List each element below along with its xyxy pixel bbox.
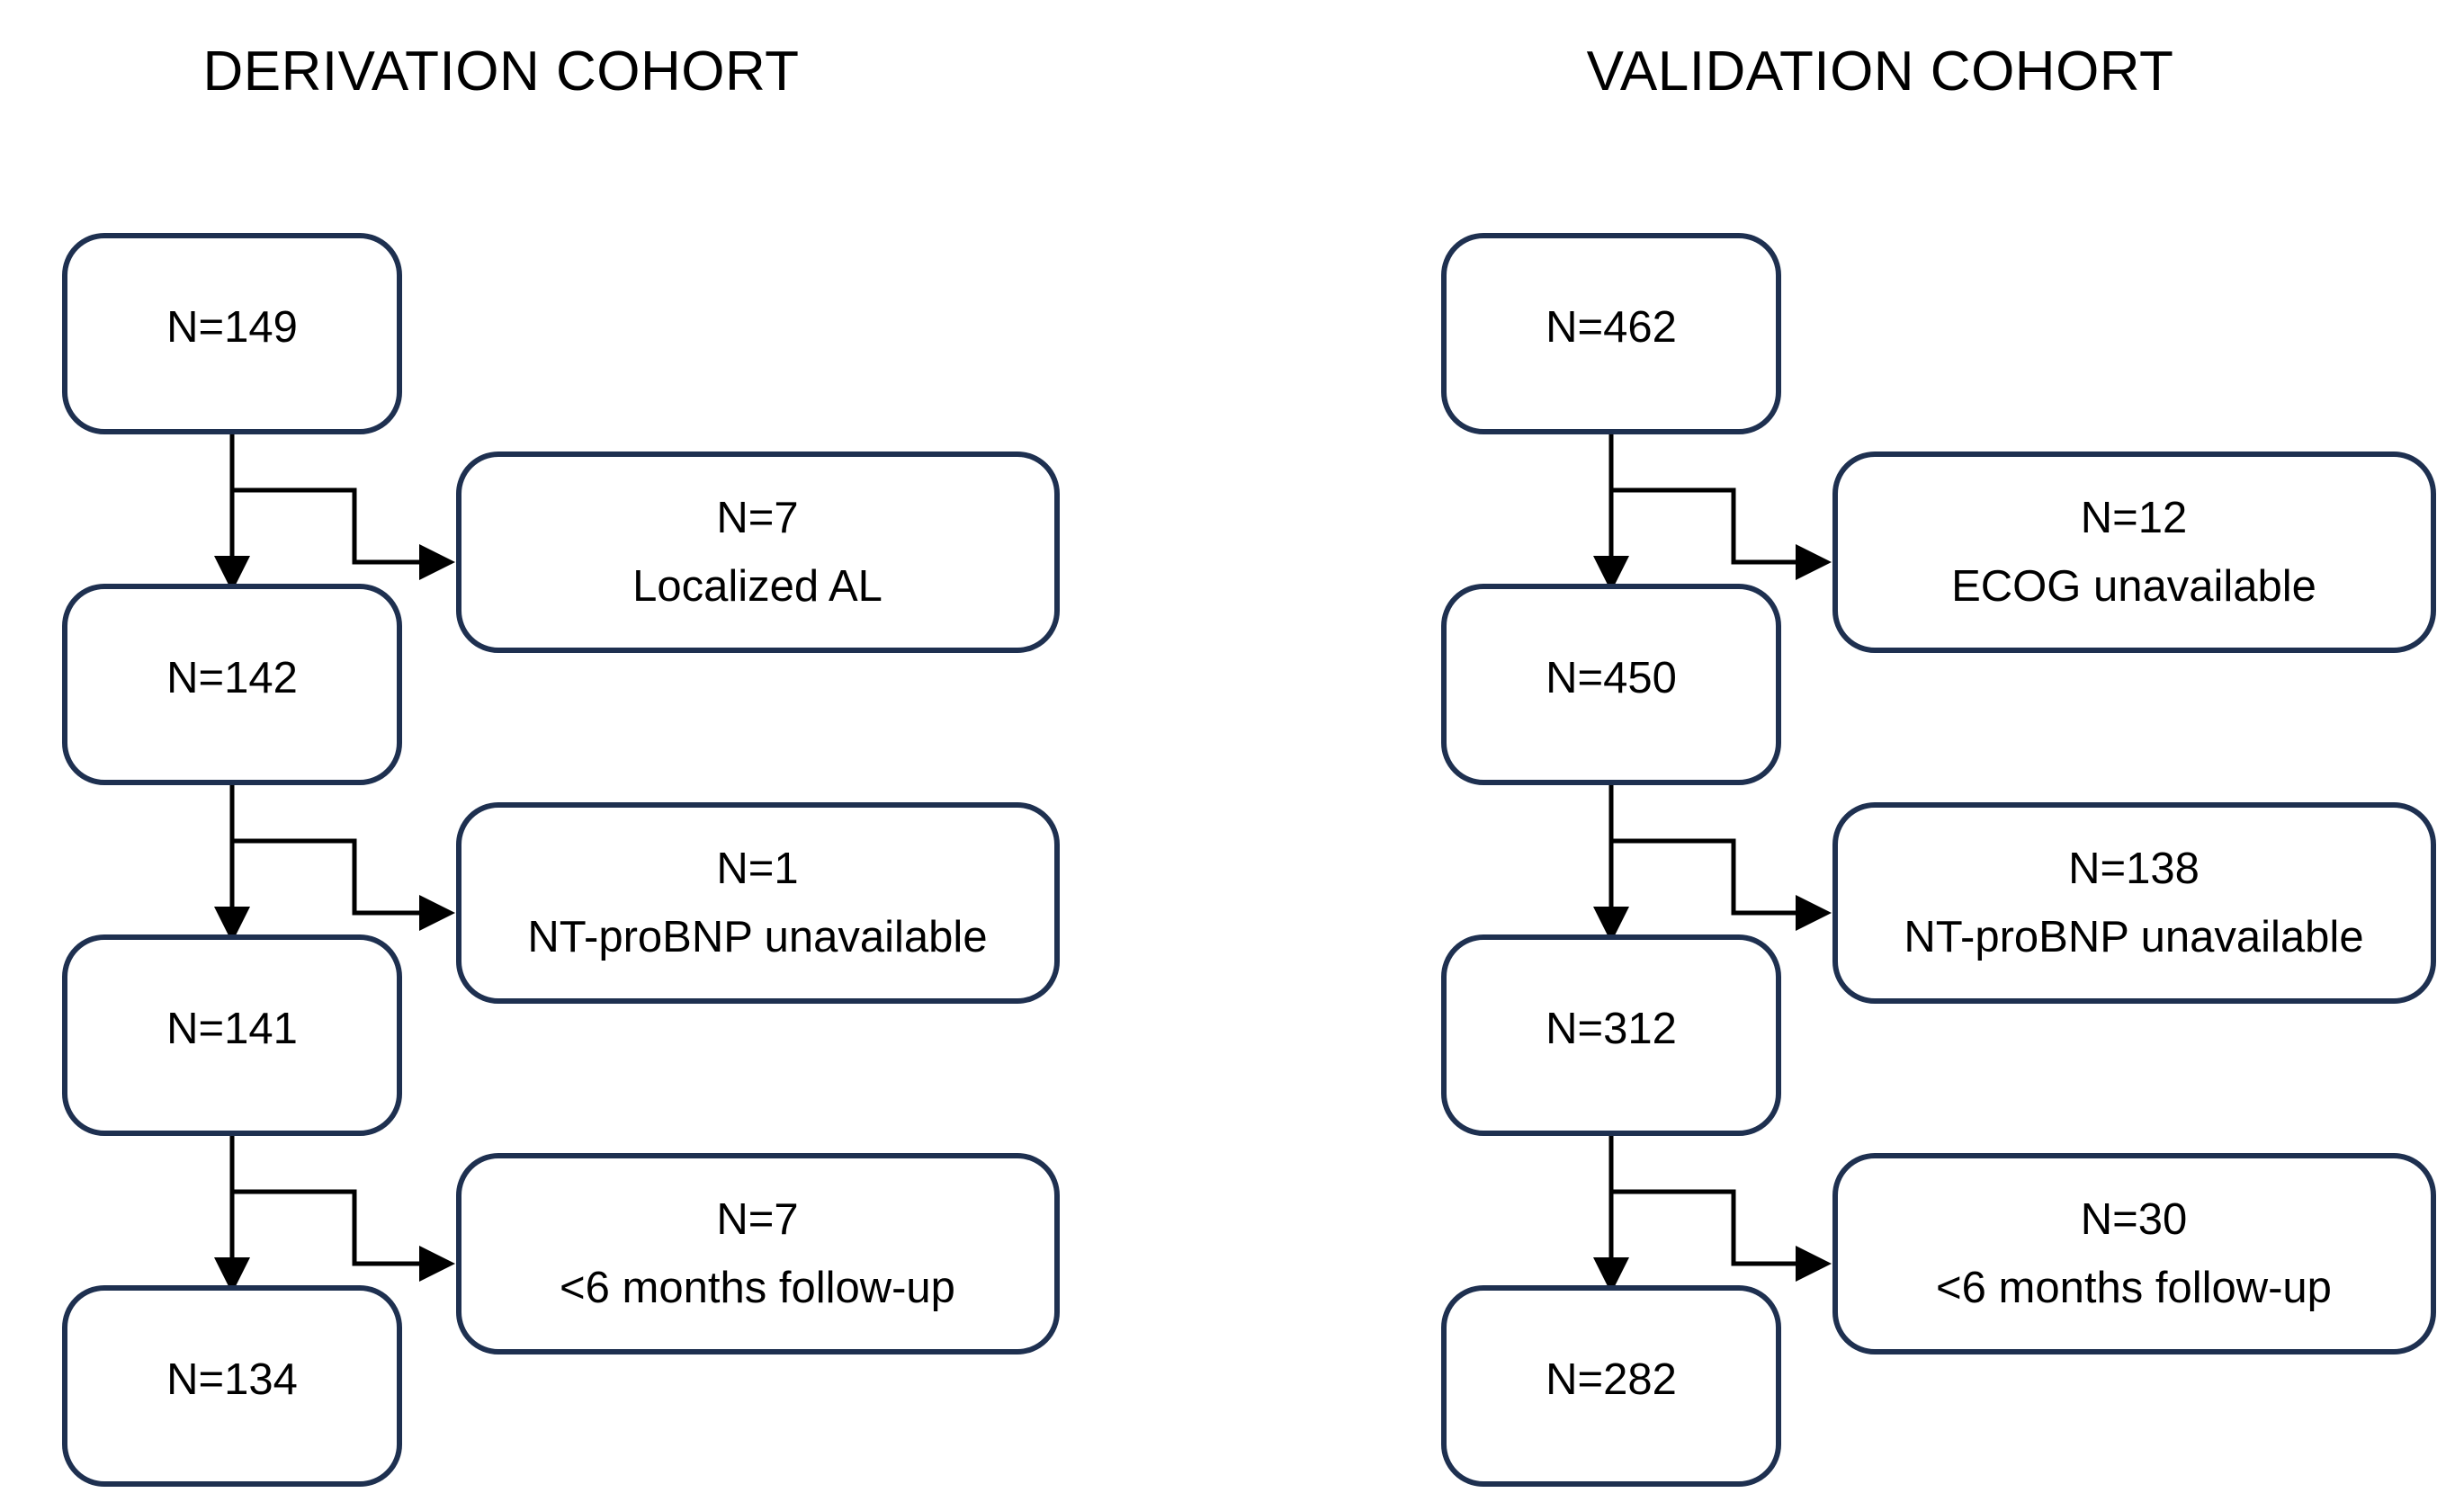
connectors-derivation (214, 430, 455, 1293)
node-box (1441, 584, 1781, 785)
node-derivation-4: N=134 (62, 1285, 402, 1487)
exclusion-box (456, 802, 1060, 1004)
node-validation-2: N=450 (1441, 584, 1781, 785)
exclusion-reason: ECOG unavailable (1951, 562, 2316, 611)
exclusion-count: N=7 (716, 494, 798, 542)
exclusion-reason: <6 months follow-up (1936, 1264, 2332, 1312)
exclusion-reason: <6 months follow-up (560, 1264, 955, 1312)
exclusion-derivation-2: N=1 NT-proBNP unavailable (456, 802, 1060, 1004)
exclusion-reason: Localized AL (632, 562, 883, 611)
node-validation-1: N=462 (1441, 233, 1781, 434)
node-label: N=282 (1546, 1355, 1677, 1404)
node-box (62, 584, 402, 785)
exclusion-count: N=1 (716, 845, 798, 893)
node-label: N=134 (166, 1355, 298, 1404)
exclusion-reason: NT-proBNP unavailable (527, 913, 987, 961)
node-derivation-2: N=142 (62, 584, 402, 785)
node-label: N=142 (166, 654, 298, 702)
exclusion-box (456, 1153, 1060, 1354)
exclusion-derivation-1: N=7 Localized AL (456, 451, 1060, 653)
exclusion-count: N=138 (2068, 845, 2200, 893)
node-label: N=462 (1546, 303, 1677, 352)
node-validation-3: N=312 (1441, 934, 1781, 1136)
node-label: N=149 (166, 303, 298, 352)
node-box (62, 934, 402, 1136)
node-derivation-3: N=141 (62, 934, 402, 1136)
connectors-validation (1593, 430, 1832, 1293)
exclusion-box (1832, 802, 2436, 1004)
node-box (1441, 1285, 1781, 1487)
cohort-title-validation: VALIDATION COHORT (1587, 40, 2174, 103)
exclusion-count: N=7 (716, 1195, 798, 1244)
exclusion-count: N=12 (2081, 494, 2188, 542)
exclusion-validation-1: N=12 ECOG unavailable (1832, 451, 2436, 653)
exclusion-box (1832, 1153, 2436, 1354)
exclusion-validation-3: N=30 <6 months follow-up (1832, 1153, 2436, 1354)
node-box (62, 1285, 402, 1487)
cohort-validation: VALIDATION COHORT N=462 N=450 (1441, 40, 2436, 1487)
node-validation-4: N=282 (1441, 1285, 1781, 1487)
node-box (1441, 233, 1781, 434)
node-label: N=450 (1546, 654, 1677, 702)
exclusion-derivation-3: N=7 <6 months follow-up (456, 1153, 1060, 1354)
cohort-derivation: DERIVATION COHORT N=149 (62, 40, 1060, 1487)
node-derivation-1: N=149 (62, 233, 402, 434)
cohort-title-derivation: DERIVATION COHORT (203, 40, 800, 103)
exclusion-count: N=30 (2081, 1195, 2188, 1244)
exclusion-reason: NT-proBNP unavailable (1904, 913, 2363, 961)
node-box (62, 233, 402, 434)
exclusion-validation-2: N=138 NT-proBNP unavailable (1832, 802, 2436, 1004)
node-label: N=312 (1546, 1005, 1677, 1053)
exclusion-box (456, 451, 1060, 653)
node-label: N=141 (166, 1005, 298, 1053)
node-box (1441, 934, 1781, 1136)
exclusion-box (1832, 451, 2436, 653)
